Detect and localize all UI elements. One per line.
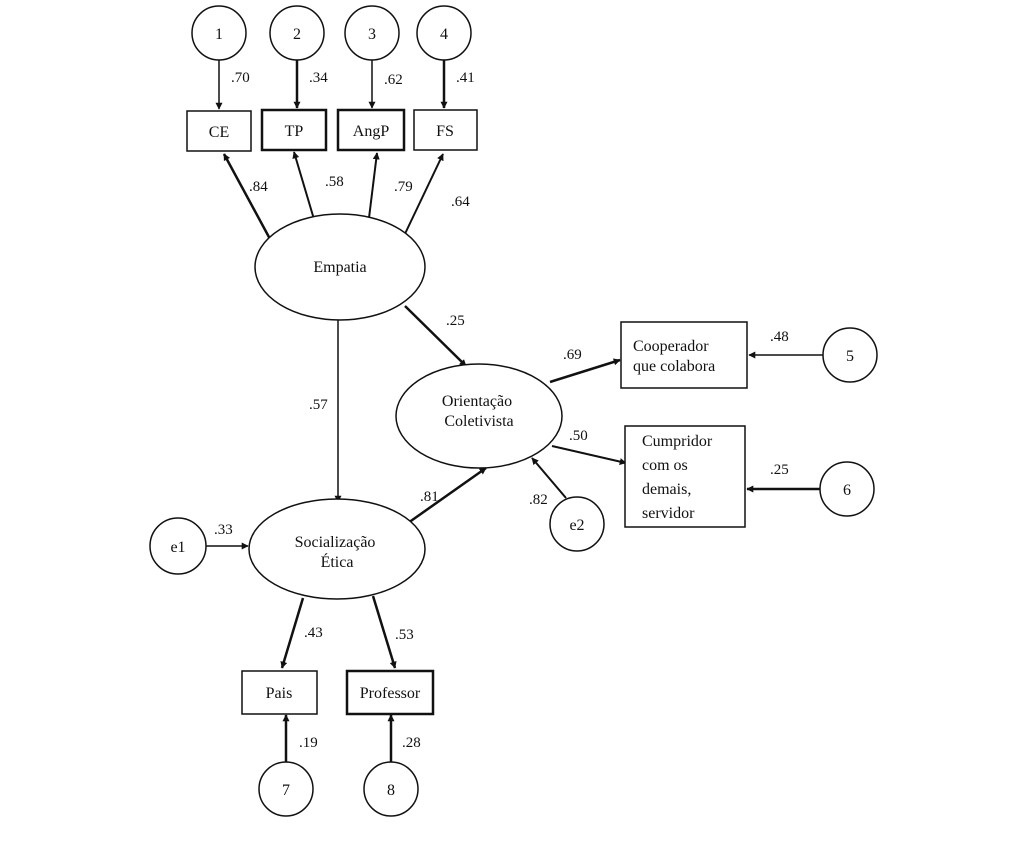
error-circle-2: 2 [269,5,325,61]
coef-err1-ce: .70 [231,70,250,86]
latent-variables: Empatia Orientação Coletivista Socializa… [248,213,563,600]
latent-empatia: Empatia [254,213,426,321]
latent-socializacao-etica: Socialização Ética [248,498,426,600]
error-label-7: 7 [282,782,290,799]
indicator-label-pais-line: Pais [266,685,293,702]
error-circle-6: 6 [819,461,875,517]
coef-socializacao-orientacao: .81 [420,489,439,505]
error-label-2: 2 [293,26,301,43]
latent-label-socializacao: Socialização Ética [295,534,380,571]
indicator-label-cumpridor-line-1: Cumpridor [642,433,713,450]
indicator-label-professor: Professor [360,685,421,702]
indicator-label-cumpridor-line-4: servidor [642,505,695,522]
coef-err7-pais: .19 [299,735,318,751]
indicator-label-cumpridor-line-2: com os [642,457,688,474]
indicator-label-cumpridor-line-3: demais, [642,481,691,498]
error-label-3: 3 [368,26,376,43]
latent-label-empatia-line: Empatia [313,259,366,276]
coef-socializacao-pais: .43 [304,625,323,641]
coef-socializacao-professor: .53 [395,627,414,643]
arrow-orientacao-to-cooperador [549,358,621,384]
error-label-5: 5 [846,348,854,365]
coef-empatia-angp: .79 [394,179,413,195]
arrow-socializacao-to-professor [371,595,397,669]
coef-err6-cumpridor: .25 [770,462,789,478]
latent-label-orientacao: Orientação Coletivista [442,393,516,430]
coef-e2-orientacao: .82 [529,492,548,508]
coef-err2-tp: .34 [309,70,328,86]
error-label-8: 8 [387,782,395,799]
error-label-6: 6 [843,482,851,499]
indicator-label-angp: AngP [353,123,390,140]
indicator-cooperador: Cooperador que colabora [620,321,748,389]
observed-variables: CE TP AngP FS Cooperador que colabora Cu… [186,108,748,716]
coef-orientacao-cooperador: .69 [563,347,582,363]
edges [206,60,823,762]
coef-err8-professor: .28 [402,735,421,751]
error-circle-4: 4 [416,5,472,61]
error-circle-7: 7 [258,761,314,817]
coef-empatia-socializacao: .57 [309,397,328,413]
coef-empatia-fs: .64 [451,194,470,210]
error-circle-1: 1 [191,5,247,61]
latent-label-socializacao-line-1: Socialização [295,534,376,551]
arrow-empatia-to-orientacao [404,305,467,367]
latent-orientacao-coletivista: Orientação Coletivista [395,363,563,469]
indicator-angp: AngP [336,108,406,152]
disturbance-label-e2: e2 [569,517,584,534]
error-circle-8: 8 [363,761,419,817]
latent-label-orientacao-line-1: Orientação [442,393,512,410]
error-label-1: 1 [215,26,223,43]
arrow-empatia-to-angp [367,152,380,227]
indicator-label-tp: TP [285,123,304,140]
arrow-empatia-to-ce [222,153,272,240]
error-circle-3: 3 [344,5,400,61]
error-terms: 1 2 3 4 5 6 7 8 [149,5,878,817]
indicator-pais: Pais [241,670,318,715]
indicator-label-cooperador: Cooperador que colabora [633,338,715,375]
indicator-cumpridor: Cumpridor com os demais, servidor [624,425,746,528]
indicator-label-ce-line: CE [209,124,229,141]
indicator-label-ce: CE [209,124,229,141]
indicator-label-angp-line: AngP [353,123,390,140]
latent-label-empatia: Empatia [313,259,366,276]
arrow-e2-to-orientacao [531,457,567,499]
indicator-label-fs: FS [436,123,454,140]
indicator-label-cumpridor: Cumpridor com os demais, servidor [642,433,716,522]
coef-empatia-tp: .58 [325,174,344,190]
indicator-label-pais: Pais [266,685,293,702]
coef-orientacao-cumpridor: .50 [569,428,588,444]
latent-label-socializacao-line-2: Ética [321,552,354,571]
coef-err4-fs: .41 [456,70,475,86]
arrow-orientacao-to-cumpridor [551,445,627,466]
error-circle-5: 5 [822,327,878,383]
error-label-4: 4 [440,26,448,43]
arrow-empatia-to-fs [402,153,444,239]
indicator-professor: Professor [345,669,435,716]
indicator-label-tp-line: TP [285,123,304,140]
disturbance-label-e1: e1 [170,539,185,556]
coef-empatia-ce: .84 [249,179,268,195]
path-coefficients: .70 .34 .62 .41 .84 .58 .79 .64 .25 .57 … [214,70,789,751]
arrow-socializacao-to-pais [280,597,305,669]
indicator-fs: FS [413,109,478,151]
indicator-label-professor-line: Professor [360,685,421,702]
coef-err3-angp: .62 [384,72,403,88]
disturbance-circle-e2: e2 [549,496,605,552]
arrow-empatia-to-tp [292,151,317,227]
indicator-label-cooperador-line-1: Cooperador [633,338,709,355]
coef-err5-cooperador: .48 [770,329,789,345]
indicator-label-fs-line: FS [436,123,454,140]
indicator-ce: CE [186,110,252,152]
coef-e1-socializacao: .33 [214,522,233,538]
coef-empatia-orientacao: .25 [446,313,465,329]
indicator-label-cooperador-line-2: que colabora [633,358,715,375]
disturbance-circle-e1: e1 [149,517,207,575]
latent-label-orientacao-line-2: Coletivista [444,413,513,430]
indicator-tp: TP [260,108,328,152]
arrow-socializacao-to-orientacao [407,466,487,525]
